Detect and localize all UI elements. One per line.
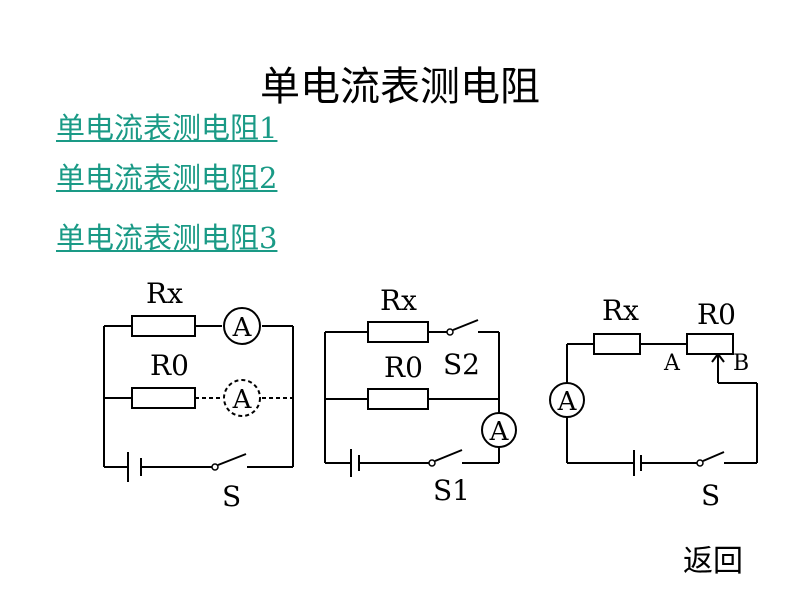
circuit-2-ammeter-label: A: [489, 417, 510, 447]
circuit-3-ammeter-icon: [549, 382, 585, 418]
circuit-2-battery-icon: [350, 449, 360, 477]
circuit-3-point-b-label: B: [733, 351, 749, 376]
circuit-1-switch-label: S: [222, 480, 241, 513]
circuit-3-r0-label: R0: [697, 298, 736, 331]
circuit-3-resistor-rx: [593, 333, 641, 355]
circuit-1-switch-icon: [211, 453, 247, 471]
circuit-1-resistor-rx: [131, 315, 196, 337]
back-button[interactable]: 返回: [683, 544, 743, 579]
link-method-3[interactable]: 单电流表测电阻3: [56, 221, 278, 255]
circuit-2-resistor-r0: [367, 388, 429, 410]
link-method-1[interactable]: 单电流表测电阻1: [56, 111, 278, 145]
circuit-2-rx-label: Rx: [380, 284, 417, 317]
circuit-1-wires: [103, 325, 294, 468]
circuit-3-wires: [566, 343, 758, 464]
circuit-3-point-a-label: A: [663, 351, 681, 376]
circuit-1-ammeter-icon: [223, 307, 261, 345]
circuit-3: Rx R0 A B A S: [549, 294, 758, 512]
link-method-2[interactable]: 单电流表测电阻2: [56, 161, 278, 195]
circuit-1-resistor-r0: [131, 387, 196, 409]
circuit-2-r0-label: R0: [384, 351, 423, 384]
circuit-3-switch-icon: [696, 451, 725, 467]
circuit-1-r0-label: R0: [150, 349, 189, 382]
circuit-1-ammeter-label: A: [232, 313, 253, 343]
circuit-3-rheostat-r0: [686, 333, 734, 355]
circuit-2-switch-1-icon: [428, 449, 463, 467]
circuit-1-ammeter-2-label: A: [232, 385, 253, 415]
circuit-2-ammeter-icon: [481, 412, 517, 448]
circuit-1-rx-label: Rx: [146, 277, 183, 310]
circuit-2-resistor-rx: [367, 321, 429, 343]
circuit-2-switch-1-label: S1: [433, 474, 470, 507]
circuit-3-switch-label: S: [701, 479, 720, 512]
circuit-3-rx-label: Rx: [602, 294, 639, 327]
circuit-2-switch-2-icon: [446, 319, 479, 336]
circuit-2-switch-2-label: S2: [443, 348, 480, 381]
circuit-1-ammeter-2-icon: [223, 379, 261, 417]
circuit-3-battery-icon: [633, 450, 642, 476]
circuit-2: Rx R0 S2 A S1: [324, 284, 517, 507]
circuit-3-slider-arrow-icon: [711, 353, 725, 363]
circuit-2-wires: [324, 331, 500, 464]
circuit-3-ammeter-label: A: [557, 387, 578, 417]
circuit-1: Rx R0 A A S: [103, 277, 294, 513]
page-title: 单电流表测电阻: [260, 64, 540, 110]
circuit-1-battery-icon: [127, 452, 142, 482]
